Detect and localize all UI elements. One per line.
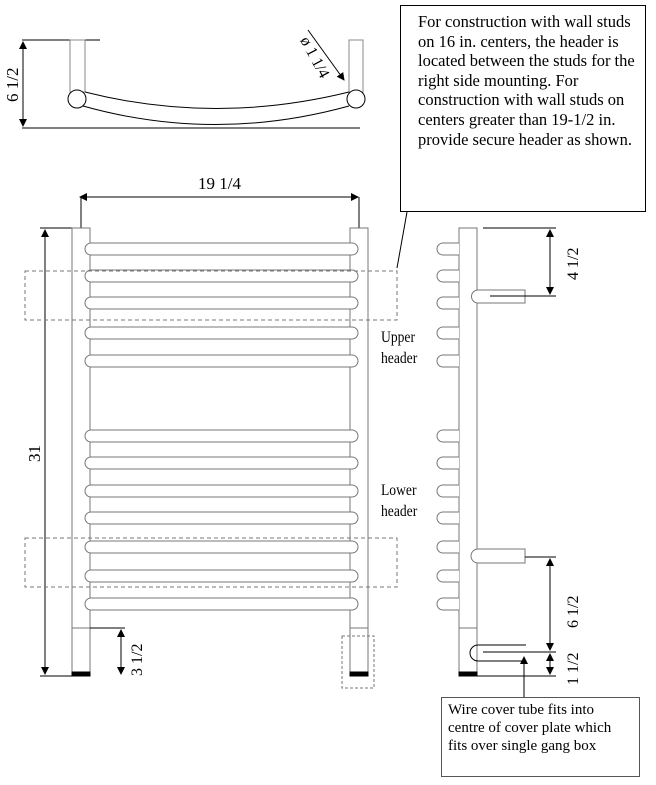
side-bar bbox=[436, 569, 459, 583]
upper-header-label-line1: Upper bbox=[381, 329, 415, 346]
upper-bracket-dimension-label: 4 1/2 bbox=[565, 248, 582, 280]
upper-header-label-line2: header bbox=[381, 350, 418, 367]
leg-dimension-label: 3 1/2 bbox=[129, 644, 146, 676]
towel-bar bbox=[84, 326, 359, 340]
diameter-label: ø 1 1/4 bbox=[296, 34, 332, 81]
lower-header-outline bbox=[24, 537, 398, 588]
side-bar bbox=[436, 540, 459, 554]
side-bar bbox=[436, 456, 459, 470]
towel-bar bbox=[84, 511, 359, 525]
towel-bar bbox=[84, 569, 359, 583]
cover-dimension-label: 1 1/2 bbox=[565, 653, 582, 685]
junction-box-outline bbox=[341, 635, 375, 689]
side-bar bbox=[436, 484, 459, 498]
towel-bar bbox=[84, 354, 359, 368]
side-bar bbox=[436, 242, 459, 256]
side-bar bbox=[436, 511, 459, 525]
side-bar bbox=[436, 326, 459, 340]
curved-tube-bottom bbox=[82, 105, 350, 125]
towel-bar bbox=[84, 484, 359, 498]
towel-bar bbox=[84, 269, 359, 283]
towel-bar bbox=[84, 456, 359, 470]
side-bar bbox=[436, 269, 459, 283]
towel-bar bbox=[84, 429, 359, 443]
left-post bbox=[69, 39, 86, 93]
side-bar bbox=[436, 296, 459, 310]
diameter-leader bbox=[307, 29, 345, 81]
depth-dimension-label: 6 1/2 bbox=[3, 68, 22, 102]
side-bar bbox=[436, 429, 459, 443]
side-bar bbox=[436, 597, 459, 611]
width-dimension-label: 19 1/4 bbox=[198, 174, 241, 193]
towel-bar bbox=[84, 597, 359, 611]
right-post bbox=[348, 39, 364, 93]
lower-header-label-line2: header bbox=[381, 503, 418, 520]
towel-bar bbox=[84, 540, 359, 554]
wire-cover-note: Wire cover tube fits into centre of cove… bbox=[441, 697, 640, 777]
lower-bracket-dimension-label: 6 1/2 bbox=[565, 596, 582, 628]
upper-header-outline bbox=[24, 270, 398, 321]
side-bar bbox=[436, 354, 459, 368]
side-bars bbox=[436, 242, 459, 611]
note-leader bbox=[396, 211, 408, 269]
top-view bbox=[19, 29, 366, 228]
construction-note: For construction with wall studs on 16 i… bbox=[400, 5, 646, 212]
lower-header-label-line1: Lower bbox=[381, 482, 417, 499]
side-view bbox=[436, 227, 556, 697]
left-tube-end bbox=[67, 89, 87, 109]
curved-tube-top bbox=[84, 91, 350, 109]
towel-bar bbox=[84, 296, 359, 310]
towel-bars bbox=[84, 242, 359, 611]
right-tube-end bbox=[346, 89, 366, 109]
front-view bbox=[24, 211, 408, 689]
lower-bracket bbox=[470, 548, 526, 564]
wire-cover-tube bbox=[469, 644, 526, 662]
height-dimension-label: 31 bbox=[25, 445, 44, 462]
towel-bar bbox=[84, 242, 359, 256]
